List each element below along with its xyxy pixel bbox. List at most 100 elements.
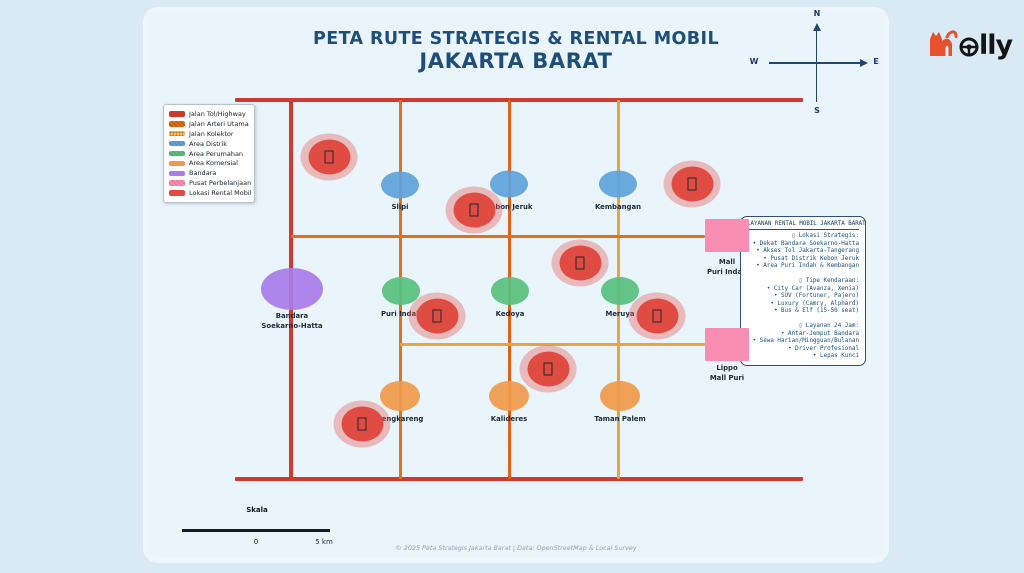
area-kebon-jeruk [490,170,528,198]
panel-separator [747,229,859,230]
legend-label: Pusat Perbelanjaan [189,179,252,188]
legend-row: Jalan Kolektor [169,129,249,139]
rental-marker-7 [519,345,577,393]
area-kalideres [489,381,529,411]
car-glyph-placeholder-icon [687,177,697,191]
road-tol-top [235,98,803,102]
area-label-taman-palem: Taman Palem [594,415,645,425]
rental-marker-inner [559,245,601,281]
compass-horizontal-line [769,62,861,64]
area-label-slipi-line: Slipi [391,203,409,211]
rental-marker-2 [445,186,503,234]
legend-label: Jalan Arteri Utama [189,119,249,128]
car-glyph-placeholder-icon [357,417,367,431]
area-taman-palem [600,381,640,411]
area-label-puri-indah-line: Puri Indah [380,310,422,318]
panel-item: • SUV (Fortuner, Pajero) [773,293,859,300]
mall-label-lippo-mall-puri-line: Mall Puri [709,373,745,382]
car-glyph-placeholder-icon [652,309,662,323]
compass-label-north: N [813,9,821,18]
legend-row: Bandara [169,168,249,178]
scale-bar [182,529,330,532]
panel-item: • Antar-Jemput Bandara [780,330,859,337]
panel-item: • Sewa Harian/Mingguan/Bulanan [752,338,859,345]
area-label-cengkareng: Cengkareng [377,415,424,425]
area-label-kedoya: Kedoya [496,310,525,320]
legend-label: Bandara [189,169,217,178]
area-bandara-soekarno-hatta [261,268,323,310]
panel-section-title: ▯ Lokasi Strategis: [791,233,859,239]
area-label-kembangan-line: Kembangan [594,203,642,211]
road-tol-bottom [235,477,803,481]
area-label-meruya-line: Meruya [605,310,635,318]
legend-label: Jalan Kolektor [189,129,234,138]
legend-row: Area Perumahan [169,149,249,159]
area-label-kalideres: Kalideres [491,415,528,425]
road-kolektor-h [400,343,705,346]
area-label-kebon-jeruk-line: Kebon Jeruk [485,203,533,211]
compass-north-arrow-icon [812,23,821,31]
area-label-kembangan: Kembangan [595,203,641,213]
mall-label-mall-puri-indah-line: Puri Indah [706,267,748,276]
panel-item: • Area Puri Indah & Kembangan [756,263,859,270]
compass-label-south: S [814,106,820,115]
panel-header: LAYANAN RENTAL MOBIL JAKARTA BARAT [747,221,866,227]
area-label-slipi: Slipi [392,203,409,213]
area-cengkareng [380,381,420,411]
panel-item: • Pusat Distrik Kebon Jeruk [763,255,859,262]
area-meruya [601,277,639,305]
cat-icon [930,30,958,56]
compass-label-east: E [873,57,879,66]
legend-swatch [169,170,185,177]
legend-swatch [169,150,185,157]
legend-row: Pusat Perbelanjaan [169,178,252,188]
panel-item: • Luxury (Camry, Alphard) [770,300,859,307]
compass-label-west: W [749,57,759,66]
panel-item: • Driver Profesional [788,345,859,352]
area-label-puri-indah: Puri Indah [381,310,421,320]
panel-item: • Bus & Elf (15-50 seat) [773,308,859,315]
legend-row: Area Distrik [169,139,249,149]
compass-east-arrow-icon [860,58,868,67]
rental-marker-inner [527,351,569,387]
panel-item: • City Car (Avanza, Xenia) [766,285,859,292]
area-label-bandara-soekarno-hatta-line: Bandara [275,312,309,320]
car-glyph-placeholder-icon [543,362,553,376]
page-subtitle: JAKARTA BARAT [419,49,613,73]
rental-marker-4 [551,239,609,287]
rental-marker-inner [453,192,495,228]
mall-mall-puri-indah [705,219,749,252]
mall-label-mall-puri-indah-line: Mall [718,258,736,266]
car-glyph-placeholder-icon [432,309,442,323]
area-kembangan [599,170,637,198]
legend-swatch [169,121,185,127]
compass-vertical-line [815,30,818,102]
panel-item: • Akses Tol Jakarta-Tangerang [756,248,859,255]
copyright-footer: © 2025 Peta Strategis Jakarta Barat | Da… [395,544,637,552]
rental-marker-8 [333,400,391,448]
area-label-meruya: Meruya [606,310,635,320]
rental-info-panel: LAYANAN RENTAL MOBIL JAKARTA BARAT ▯ Lok… [740,216,866,366]
scale-end-label: 5 km [315,538,333,546]
rental-marker-inner [416,298,458,334]
legend-label: Area Perumahan [189,149,244,158]
panel-item: • Dekat Bandara Soekarno-Hatta [752,240,859,247]
scale-start-label: 0 [253,538,259,546]
rental-marker-5 [408,292,466,340]
legend-label: Area Komersial [189,159,238,168]
page-title: PETA RUTE STRATEGIS & RENTAL MOBIL [312,29,720,49]
rental-marker-inner [671,166,713,202]
logo-text: lly [979,30,1013,61]
area-label-kebon-jeruk: Kebon Jeruk [486,203,533,213]
scale-title: Skala [246,506,268,514]
rental-marker-6 [628,292,686,340]
molly-logo: lly [926,22,1013,61]
steering-wheel-icon [959,37,979,57]
panel-section-title: ▯ Layanan 24 Jam: [798,322,859,329]
car-glyph-placeholder-icon [324,150,334,164]
car-glyph-placeholder-icon [469,203,479,217]
